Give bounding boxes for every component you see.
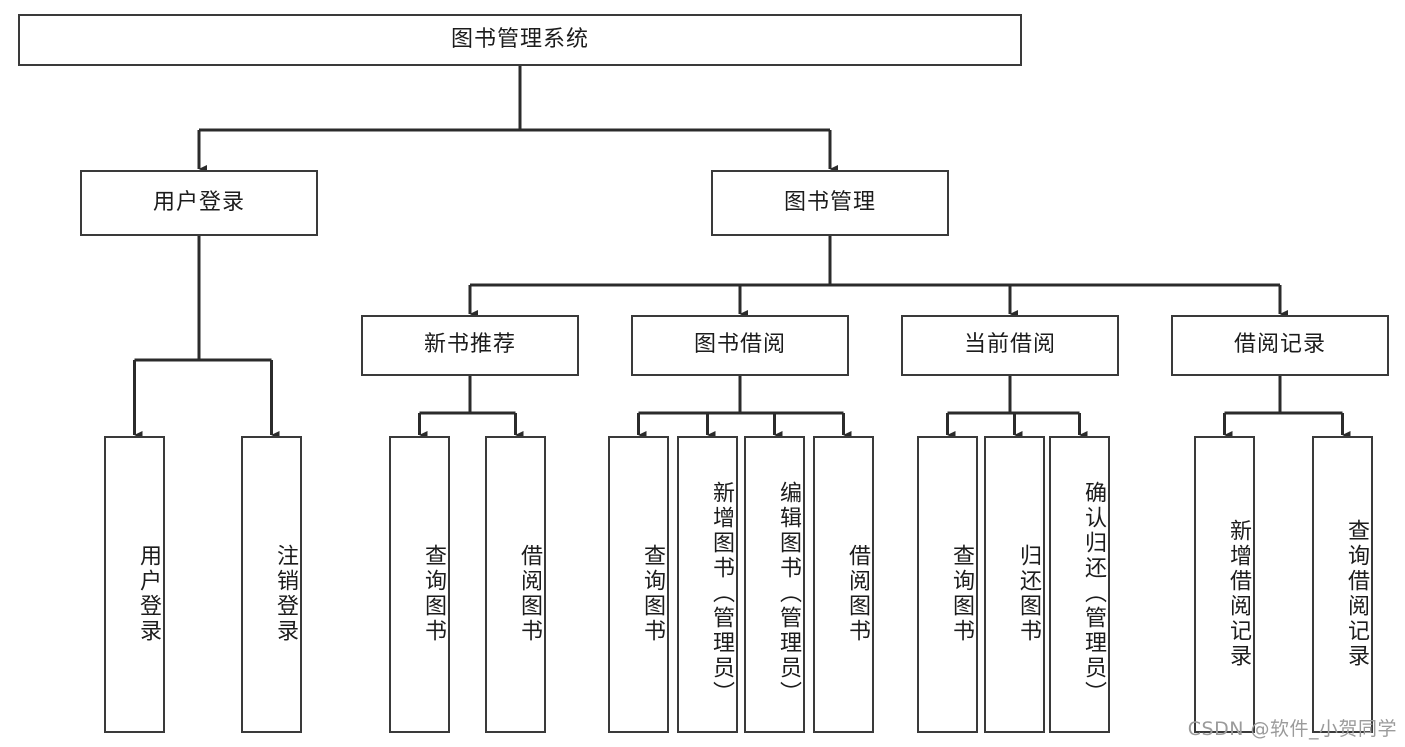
node-label: 图书管理: [783, 189, 876, 215]
node-label: 用户登录: [152, 189, 245, 215]
node-leaf-borrow-book-recommend[interactable]: 借阅图书: [485, 436, 546, 733]
node-label: 编辑图书（管理员）: [776, 481, 801, 706]
node-leaf-add-borrow-record[interactable]: 新增借阅记录: [1194, 436, 1255, 733]
node-label: 借阅图书: [517, 543, 542, 644]
node-leaf-add-book-admin[interactable]: 新增图书（管理员）: [677, 436, 738, 733]
node-leaf-user-logout[interactable]: 注销登录: [241, 436, 302, 733]
node-borrow-record[interactable]: 借阅记录: [1171, 315, 1389, 376]
node-label: 注销登录: [273, 543, 298, 644]
node-label: 查询图书: [421, 543, 446, 644]
node-book-management[interactable]: 图书管理: [711, 170, 949, 236]
node-label: 图书借阅: [693, 332, 786, 358]
node-leaf-borrow-book[interactable]: 借阅图书: [813, 436, 874, 733]
node-leaf-edit-book-admin[interactable]: 编辑图书（管理员）: [744, 436, 805, 733]
node-leaf-query-book-recommend[interactable]: 查询图书: [389, 436, 450, 733]
node-label: 查询图书: [640, 543, 665, 644]
node-leaf-return-book[interactable]: 归还图书: [984, 436, 1045, 733]
node-leaf-user-login[interactable]: 用户登录: [104, 436, 165, 733]
node-label: 图书管理系统: [450, 26, 589, 52]
node-label: 确认归还（管理员）: [1081, 481, 1106, 706]
node-label: 借阅图书: [845, 543, 870, 644]
node-current-borrow[interactable]: 当前借阅: [901, 315, 1119, 376]
node-leaf-confirm-return-admin[interactable]: 确认归还（管理员）: [1049, 436, 1110, 733]
node-label: 用户登录: [136, 543, 161, 644]
node-new-book-recommend[interactable]: 新书推荐: [361, 315, 579, 376]
node-label: 当前借阅: [963, 332, 1056, 358]
node-leaf-query-book-borrow[interactable]: 查询图书: [608, 436, 669, 733]
node-label: 归还图书: [1016, 543, 1041, 644]
node-label: 借阅记录: [1233, 332, 1326, 358]
node-label: 新书推荐: [423, 332, 516, 358]
node-book-borrow[interactable]: 图书借阅: [631, 315, 849, 376]
node-leaf-query-borrow-record[interactable]: 查询借阅记录: [1312, 436, 1373, 733]
node-label: 新增图书（管理员）: [709, 481, 734, 706]
node-label: 查询图书: [949, 543, 974, 644]
node-label: 新增借阅记录: [1226, 518, 1251, 669]
node-root[interactable]: 图书管理系统: [18, 14, 1022, 66]
node-user-login[interactable]: 用户登录: [80, 170, 318, 236]
node-label: 查询借阅记录: [1344, 518, 1369, 669]
node-leaf-query-book-current[interactable]: 查询图书: [917, 436, 978, 733]
